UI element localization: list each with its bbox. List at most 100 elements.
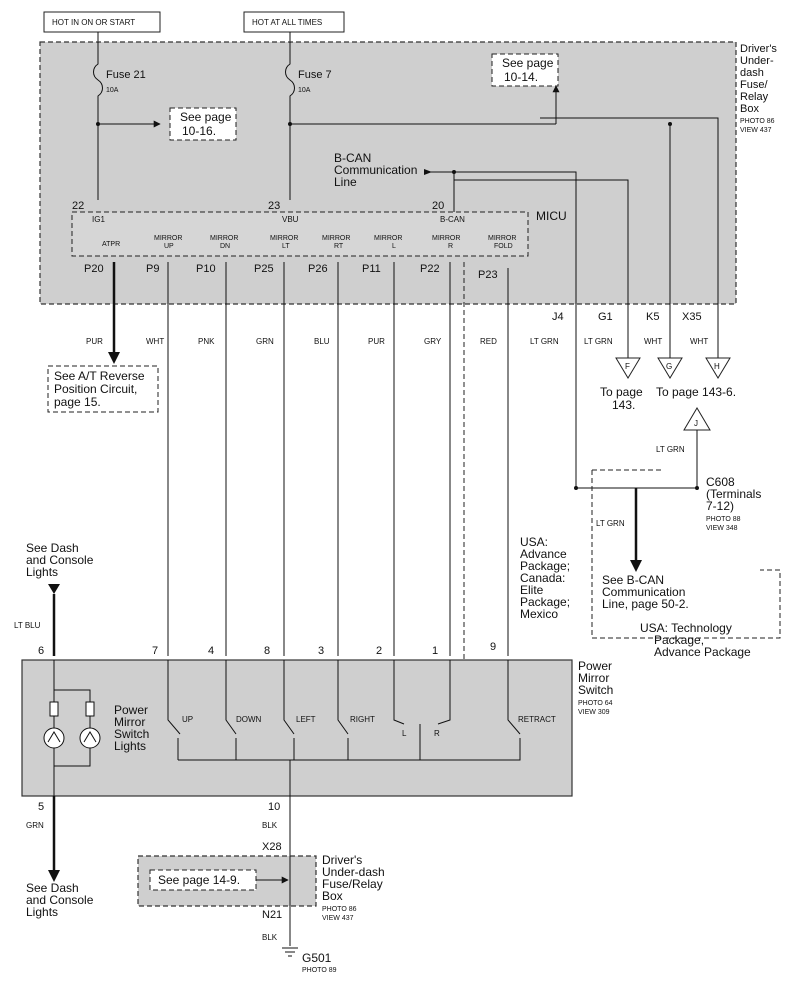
svg-text:J: J — [694, 419, 698, 428]
left-bottom-wire-color: GRN — [26, 821, 44, 830]
svg-text:Power: Power — [114, 703, 148, 717]
svg-text:LT GRN: LT GRN — [584, 337, 613, 346]
switch-title: Power Mirror Switch PHOTO 64 VIEW 309 — [578, 659, 613, 716]
svg-text:WHT: WHT — [146, 337, 164, 346]
j-wire-color: LT GRN — [656, 445, 685, 454]
svg-text:Package;: Package; — [520, 595, 570, 609]
svg-text:HOT AT ALL TIMES: HOT AT ALL TIMES — [252, 18, 322, 27]
svg-text:10A: 10A — [106, 87, 119, 94]
svg-text:B-CAN: B-CAN — [440, 215, 465, 224]
svg-text:See B-CAN: See B-CAN — [602, 573, 664, 587]
left-top-wire-color: LT BLU — [14, 621, 41, 630]
usa-advance-note: USA: Advance Package; Canada: Elite Pack… — [520, 535, 570, 621]
svg-text:VIEW 348: VIEW 348 — [706, 525, 738, 532]
svg-text:Communication: Communication — [602, 585, 685, 599]
svg-text:Advance: Advance — [520, 547, 567, 561]
svg-text:RETRACT: RETRACT — [518, 715, 556, 724]
svg-text:Driver's: Driver's — [322, 853, 362, 867]
mirror-wire-colors: WHT PNK GRN BLU PUR GRY RED — [146, 337, 497, 346]
svg-text:8: 8 — [264, 645, 270, 657]
svg-text:Line: Line — [334, 175, 357, 189]
svg-text:Position Circuit,: Position Circuit, — [54, 382, 137, 396]
svg-text:Line, page 50-2.: Line, page 50-2. — [602, 597, 689, 611]
svg-text:RT: RT — [334, 243, 344, 250]
svg-text:L: L — [392, 243, 396, 250]
svg-text:Fuse 21: Fuse 21 — [106, 69, 146, 81]
svg-text:C608: C608 — [706, 475, 735, 489]
svg-text:PHOTO 89: PHOTO 89 — [302, 967, 337, 974]
svg-text:FOLD: FOLD — [494, 243, 513, 250]
svg-text:Lights: Lights — [26, 905, 58, 919]
svg-text:7: 7 — [152, 645, 158, 657]
svg-text:VIEW 309: VIEW 309 — [578, 709, 610, 716]
svg-text:J4: J4 — [552, 311, 564, 323]
micu-top-terminals: 22 IG1 23 VBU 20 B-CAN — [72, 200, 465, 224]
svg-text:LT: LT — [282, 243, 290, 250]
bcan-see-page: See B-CAN Communication Line, page 50-2. — [602, 573, 689, 611]
svg-text:6: 6 — [38, 645, 44, 657]
switch-terminal-10: 10 — [268, 801, 280, 813]
svg-text:PHOTO 86: PHOTO 86 — [322, 906, 357, 913]
switch-contacts — [167, 660, 521, 796]
svg-text:Switch: Switch — [114, 727, 149, 741]
svg-text:Elite: Elite — [520, 583, 544, 597]
svg-text:VBU: VBU — [282, 215, 299, 224]
svg-text:BLU: BLU — [314, 337, 330, 346]
micu-pin-labels: ATPR MIRROR UP MIRROR DN MIRROR LT MIRRO… — [102, 235, 516, 250]
svg-text:B-CAN: B-CAN — [334, 151, 371, 165]
svg-text:10A: 10A — [298, 87, 311, 94]
micu-label: MICU — [536, 209, 567, 223]
fuse-7: Fuse 7 10A — [285, 42, 332, 200]
svg-text:MIRROR: MIRROR — [210, 235, 238, 242]
svg-text:P25: P25 — [254, 263, 274, 275]
svg-text:RIGHT: RIGHT — [350, 715, 375, 724]
power-mirror-switch-box — [21, 659, 573, 797]
svg-text:IG1: IG1 — [92, 215, 105, 224]
header-hot-at-all-times: HOT AT ALL TIMES — [243, 11, 345, 42]
svg-text:4: 4 — [208, 645, 214, 657]
svg-text:Fuse/: Fuse/ — [740, 79, 768, 91]
svg-text:P11: P11 — [362, 263, 381, 275]
svg-text:Lights: Lights — [26, 565, 58, 579]
svg-text:PNK: PNK — [198, 337, 215, 346]
x28-label: X28 — [262, 841, 282, 853]
svg-text:MIRROR: MIRROR — [374, 235, 402, 242]
svg-text:PHOTO 64: PHOTO 64 — [578, 700, 613, 707]
see-page-10-16: See page 10-16. — [169, 107, 237, 141]
svg-text:G501: G501 — [302, 951, 332, 965]
fuse-21: Fuse 21 10A — [93, 42, 146, 200]
svg-text:VIEW 437: VIEW 437 — [322, 915, 354, 922]
svg-text:VIEW 437: VIEW 437 — [740, 127, 772, 134]
switch-terminal-5: 5 — [38, 801, 44, 813]
upper-fuse-relay-box — [39, 41, 737, 305]
bcan-label: B-CAN Communication Line — [334, 151, 417, 189]
svg-text:F: F — [625, 362, 630, 371]
svg-text:10-14.: 10-14. — [504, 70, 538, 84]
mirror-wires — [167, 262, 509, 656]
svg-text:23: 23 — [268, 200, 280, 212]
svg-text:Relay: Relay — [740, 91, 769, 103]
svg-text:Under-dash: Under-dash — [322, 865, 385, 879]
svg-text:R: R — [434, 729, 440, 738]
svg-text:See page: See page — [502, 56, 554, 70]
ground-symbol: G501 PHOTO 89 — [282, 947, 337, 974]
svg-text:Fuse 7: Fuse 7 — [298, 69, 332, 81]
svg-text:Power: Power — [578, 659, 612, 673]
svg-text:1: 1 — [432, 645, 438, 657]
svg-text:20: 20 — [432, 200, 444, 212]
flag-h: H — [705, 357, 731, 379]
svg-text:HOT IN ON OR START: HOT IN ON OR START — [52, 18, 135, 27]
svg-text:H: H — [714, 362, 720, 371]
n21-label: N21 — [262, 909, 282, 921]
svg-text:WHT: WHT — [644, 337, 662, 346]
svg-text:GRY: GRY — [424, 337, 442, 346]
svg-text:MIRROR: MIRROR — [488, 235, 516, 242]
svg-text:See Dash: See Dash — [26, 541, 79, 555]
svg-text:USA:: USA: — [520, 535, 548, 549]
svg-text:(Terminals: (Terminals — [706, 487, 761, 501]
svg-text:Advance Package: Advance Package — [654, 645, 751, 659]
svg-text:9: 9 — [490, 641, 496, 653]
lower-fuse-box-title: Driver's Under-dash Fuse/Relay Box PHOTO… — [322, 853, 385, 922]
svg-text:P20: P20 — [84, 263, 104, 275]
